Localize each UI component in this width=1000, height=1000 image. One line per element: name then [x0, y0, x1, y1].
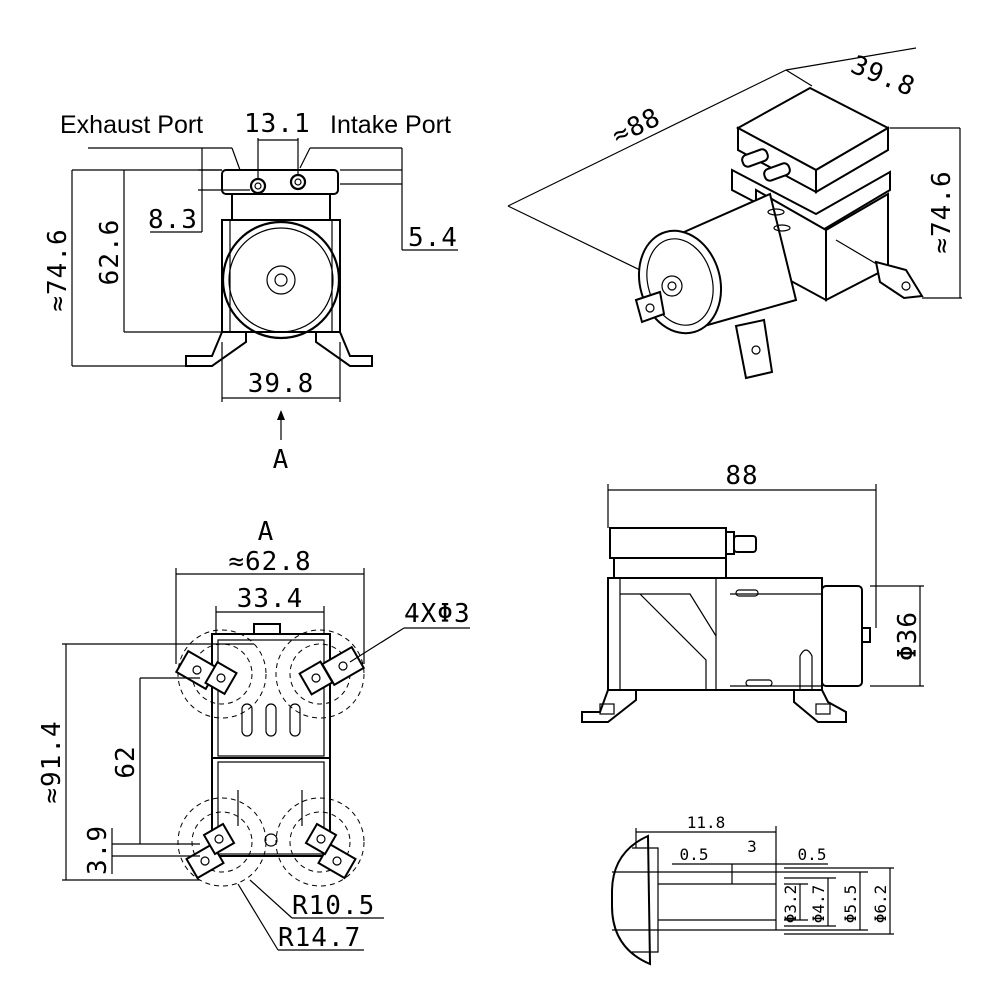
hole-pitch-dim: 62	[111, 745, 141, 778]
radius-large-dim: R14.7	[278, 923, 361, 953]
exhaust-port-label: Exhaust Port	[60, 111, 203, 139]
iso-height-dim: ≈74.6	[927, 170, 957, 253]
port-d4-dim: Φ6.2	[871, 885, 890, 924]
front-view: Exhaust Port Intake Port 13.1 8.3 5.4 ≈7…	[43, 109, 458, 475]
bottom-view: A ≈62.8 33.4 4XΦ3 ≈91.4 62 3.9 R10.5 R14…	[37, 517, 471, 953]
exhaust-height-dim: 8.3	[148, 205, 198, 235]
view-marker-a: A	[273, 445, 290, 475]
mounting-holes-dim: 4XΦ3	[404, 599, 471, 629]
side-length-dim: 88	[725, 461, 758, 491]
bottom-view-marker-a: A	[258, 517, 275, 547]
port-step-left-dim: 0.5	[680, 845, 709, 864]
port-length-dim: 11.8	[687, 813, 726, 832]
bottom-overall-length-dim: ≈91.4	[37, 720, 67, 803]
front-total-height-dim: ≈74.6	[43, 228, 73, 311]
hole-offset-dim: 3.9	[83, 825, 113, 875]
port-detail-view: 11.8 0.5 3 0.5 Φ3.2 Φ4.7 Φ5.5 Φ6.2	[611, 813, 894, 966]
port-d1-dim: Φ3.2	[781, 885, 800, 924]
iso-width-dim: 39.8	[846, 50, 919, 103]
front-body-height-dim: 62.6	[95, 219, 125, 286]
radius-small-dim: R10.5	[292, 891, 375, 921]
port-spacing-dim: 13.1	[244, 109, 311, 139]
intake-port-label: Intake Port	[330, 111, 451, 139]
isometric-view: ≈88 39.8 ≈74.6	[507, 47, 962, 380]
port-step-mid-dim: 3	[747, 837, 757, 856]
bottom-inner-width-dim: 33.4	[237, 584, 304, 614]
motor-diameter-dim: Φ36	[893, 611, 923, 661]
port-d2-dim: Φ4.7	[809, 885, 828, 924]
iso-length-dim: ≈88	[607, 102, 665, 151]
side-view: 88 Φ36	[581, 461, 924, 723]
front-width-dim: 39.8	[248, 369, 315, 399]
port-d3-dim: Φ5.5	[841, 885, 860, 924]
port-step-right-dim: 0.5	[798, 845, 827, 864]
bottom-overall-width-dim: ≈62.8	[228, 547, 311, 577]
intake-offset-dim: 5.4	[408, 223, 458, 253]
